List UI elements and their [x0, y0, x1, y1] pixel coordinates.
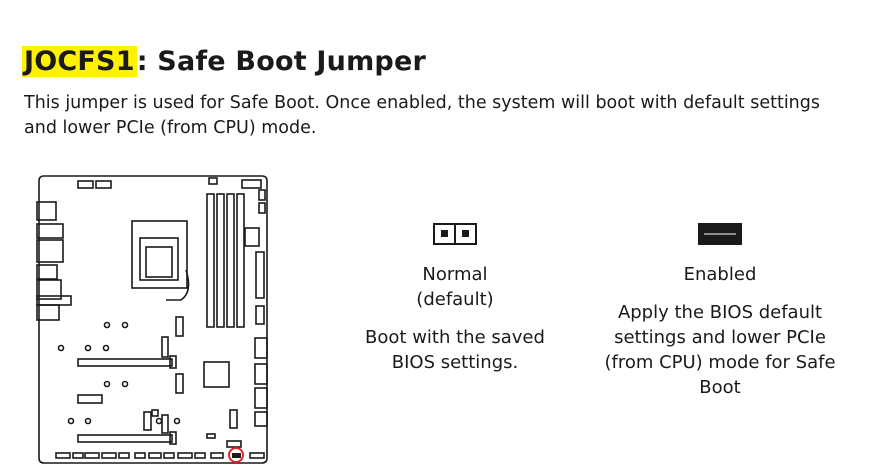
io-port: [36, 279, 62, 300]
normal-mode-column: Normal (default) Boot with the saved BIO…: [345, 223, 565, 375]
io-port: [36, 201, 57, 221]
screw-hole: [102, 344, 110, 352]
normal-mode-description: Boot with the saved BIOS settings.: [365, 327, 545, 373]
cpu-retention-arm: [166, 269, 190, 301]
bottom-header: [84, 452, 100, 459]
pcie-latch: [169, 355, 177, 369]
io-port: [36, 304, 60, 321]
page-title: JOCFS1: Safe Boot Jumper: [22, 44, 426, 80]
jumper-code-highlight: JOCFS1: [22, 46, 137, 77]
small-chip: [151, 409, 159, 417]
io-port: [36, 295, 72, 306]
small-chip: [77, 394, 103, 404]
top-connector: [95, 180, 112, 189]
screw-hole: [103, 380, 111, 388]
side-connector: [254, 387, 268, 409]
small-chip: [226, 440, 242, 448]
top-connector: [77, 180, 94, 189]
title-text: : Safe Boot Jumper: [136, 46, 426, 77]
board-outline: [38, 175, 268, 464]
jumper-description: This jumper is used for Safe Boot. Once …: [24, 93, 821, 138]
screw-hole: [57, 344, 65, 352]
screw-hole: [67, 417, 75, 425]
bottom-header: [101, 452, 117, 459]
pcie-latch: [169, 431, 177, 445]
small-chip: [206, 433, 216, 439]
dimm-slot: [226, 193, 235, 328]
m2-slot: [143, 411, 152, 431]
top-connector: [244, 227, 260, 247]
bottom-header: [55, 452, 71, 459]
m2-slot: [229, 409, 238, 429]
dimm-slot: [216, 193, 225, 328]
cpu-socket-inner: [139, 237, 179, 281]
io-port: [36, 264, 58, 280]
screw-hole: [84, 417, 92, 425]
top-connector: [258, 202, 266, 214]
pcie-latch: [161, 414, 169, 434]
side-connector: [254, 411, 268, 427]
bottom-header: [249, 452, 265, 459]
io-port: [36, 223, 64, 239]
normal-mode-label: Normal (default): [416, 264, 494, 310]
top-connector: [258, 189, 266, 201]
side-connector: [254, 337, 268, 359]
screw-hole: [173, 417, 181, 425]
bottom-header: [163, 452, 175, 459]
dimm-slot: [206, 193, 215, 328]
bottom-header: [118, 452, 130, 459]
enabled-mode-description: Apply the BIOS default settings and lowe…: [604, 302, 836, 398]
io-port: [36, 239, 64, 263]
m2-slot: [175, 316, 184, 337]
enabled-mode-column: Enabled Apply the BIOS default settings …: [600, 223, 840, 400]
enabled-mode-label: Enabled: [683, 264, 757, 285]
bottom-header: [72, 452, 84, 459]
pcie-slot: [77, 358, 173, 367]
screw-hole: [121, 380, 129, 388]
pcie-latch: [161, 336, 169, 358]
screw-hole: [121, 321, 129, 329]
atx-power: [255, 251, 265, 299]
bottom-header: [148, 452, 162, 459]
bottom-header: [177, 452, 193, 459]
pcie-slot: [77, 434, 173, 443]
jocfs1-location: [232, 453, 241, 458]
chipset: [203, 361, 230, 388]
top-connector: [241, 179, 262, 189]
bottom-header: [134, 452, 146, 459]
cpu-socket-inner: [145, 246, 173, 278]
m2-slot: [175, 373, 184, 394]
jocfs1-location-marker: [228, 447, 244, 463]
jumper-open-icon: [433, 223, 477, 245]
top-connector: [208, 177, 218, 185]
screw-hole: [84, 344, 92, 352]
bottom-header: [194, 452, 206, 459]
side-connector: [255, 305, 265, 325]
cpu-socket: [131, 220, 188, 289]
motherboard-diagram: [36, 175, 268, 464]
screw-hole: [155, 417, 163, 425]
dimm-slot: [236, 193, 245, 328]
bottom-header: [210, 452, 224, 459]
side-connector: [254, 363, 268, 385]
jumper-closed-icon: [698, 223, 742, 245]
screw-hole: [103, 321, 111, 329]
